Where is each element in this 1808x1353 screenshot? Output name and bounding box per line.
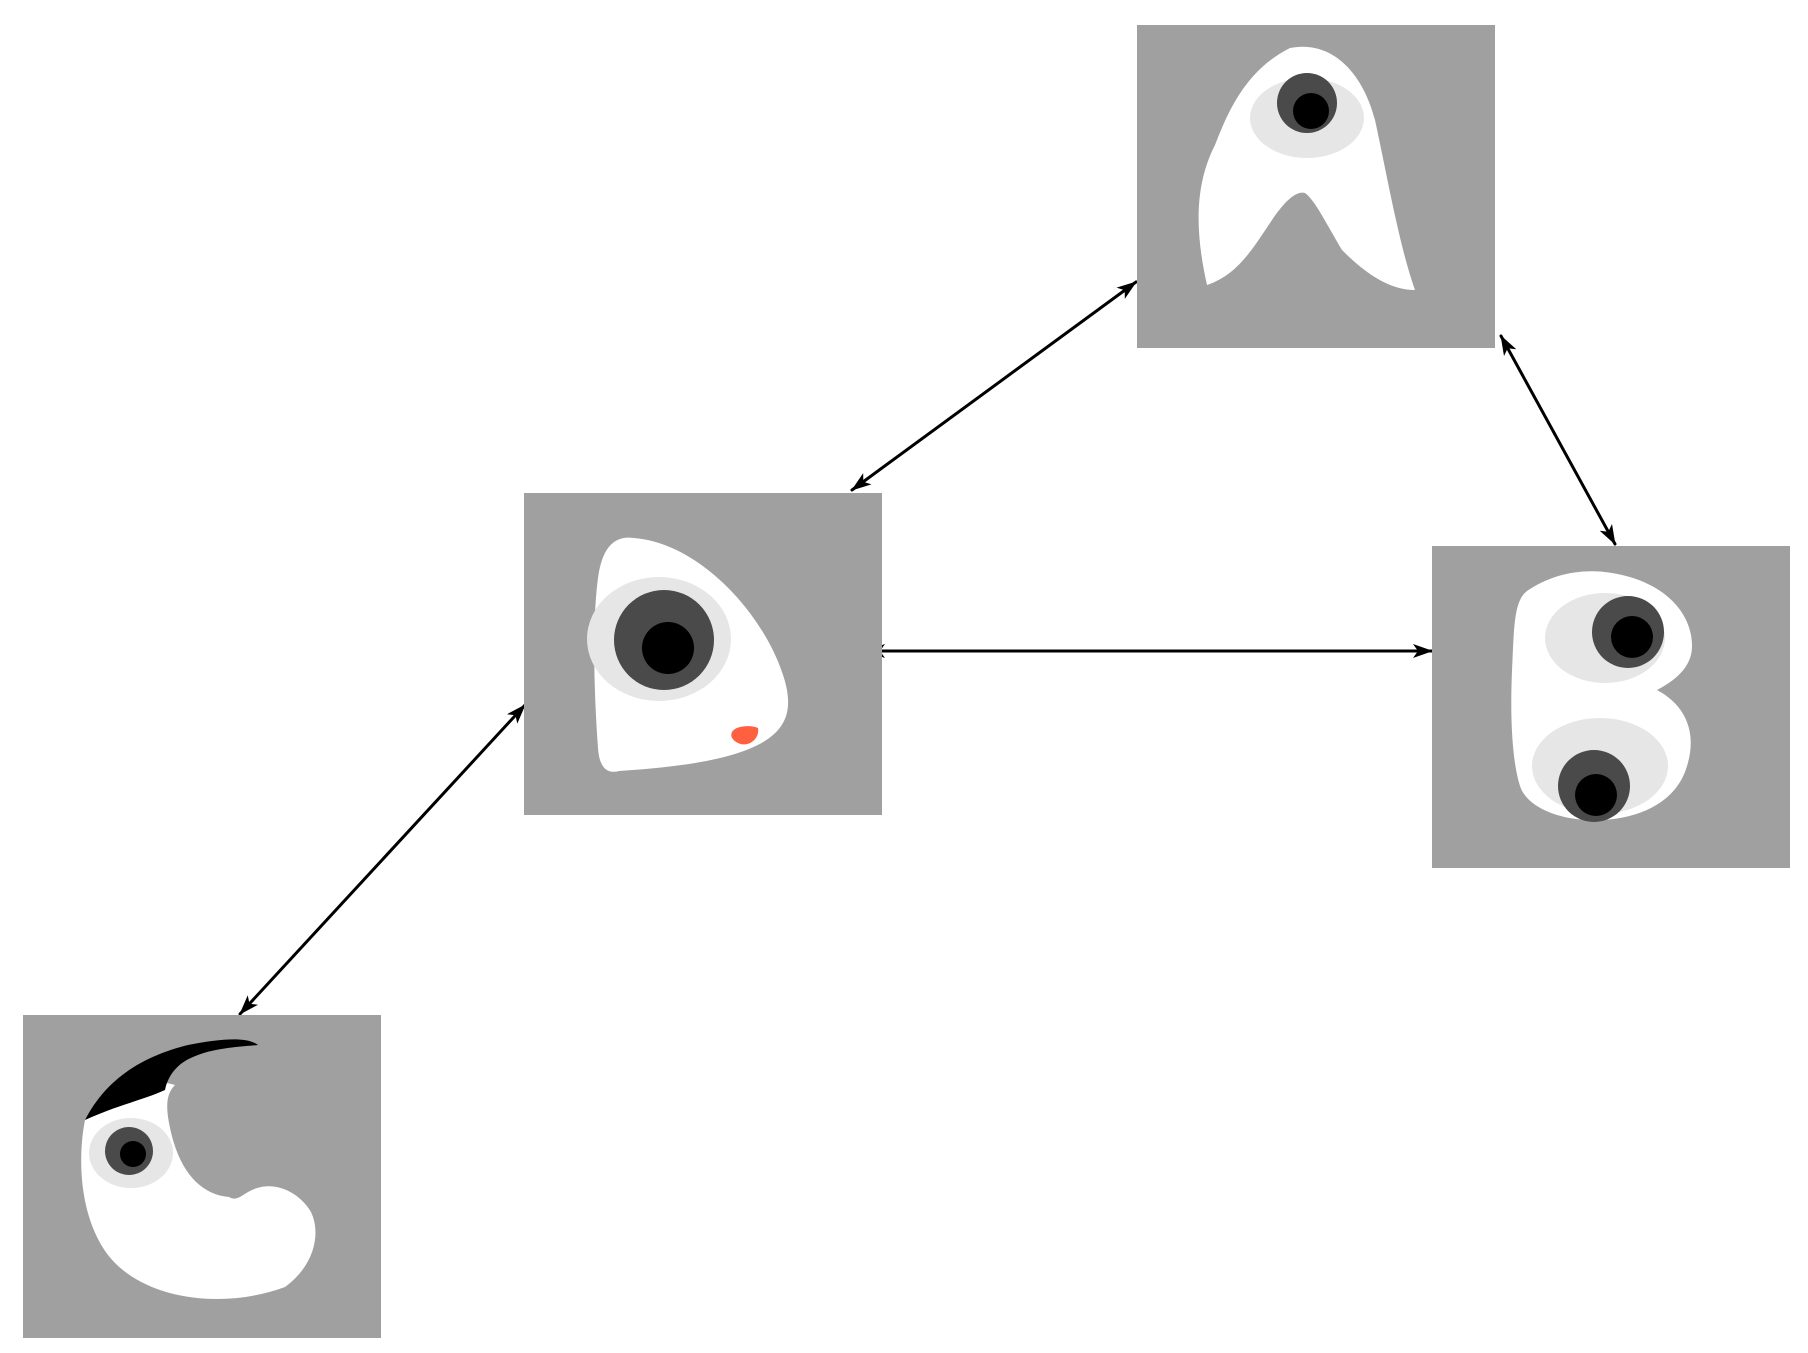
pupil [1293,93,1329,129]
pupil [642,622,694,674]
connectors [238,280,1617,1016]
edge-triangle-to-a [850,280,1138,492]
hat [85,1039,258,1120]
node-b-shape[interactable] [1432,546,1790,868]
node-a-shape[interactable] [1137,25,1495,348]
node-rounded-triangle[interactable] [524,493,882,815]
two-eyed-b-shaped-creature-icon [1511,571,1692,822]
one-eyed-a-shaped-creature-icon [1198,46,1415,290]
one-eyed-rounded-triangle-creature-icon [587,537,789,772]
upper-pupil [1611,616,1653,658]
edge-c-to-triangle [238,703,527,1016]
lower-pupil [1575,774,1617,816]
pupil [120,1141,146,1167]
mouth [731,726,759,745]
one-eyed-c-shaped-creature-with-hat-icon [81,1039,316,1299]
edge-a-to-b [1499,334,1617,546]
node-c-shape[interactable] [23,1015,381,1338]
